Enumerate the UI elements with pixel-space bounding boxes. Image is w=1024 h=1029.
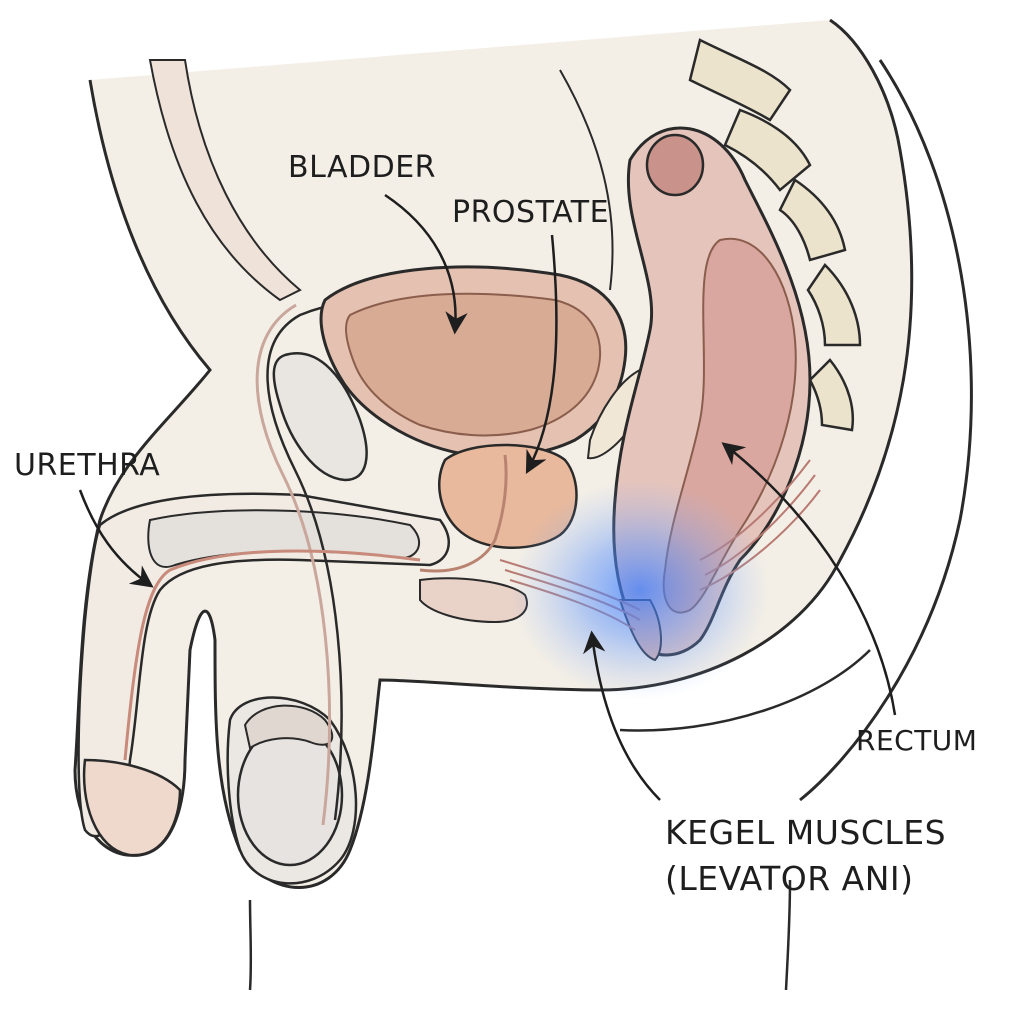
rectum-label: RECTUM [856, 724, 978, 757]
kegel-muscles-label: KEGEL MUSCLES (LEVATOR ANI) [665, 810, 946, 902]
abdominal-wall [148, 59, 302, 302]
urethra-label: URETHRA [14, 448, 161, 483]
prostate-arrow [525, 234, 558, 474]
kegel-label-line1: KEGEL MUSCLES [665, 813, 947, 852]
buttock-line [619, 649, 871, 732]
back-outline [799, 59, 973, 802]
kegel-highlight-glow [510, 480, 770, 700]
penis [77, 492, 450, 838]
epididymis [243, 704, 334, 750]
pubic-bone [272, 352, 368, 482]
sacrum-vertebrae [688, 38, 862, 432]
vas-deferens-inner [255, 303, 331, 826]
urethra [123, 549, 421, 761]
prostate-label: PROSTATE [452, 195, 610, 230]
kegel-label-line2: (LEVATOR ANI) [665, 859, 914, 898]
rectum-arrow [721, 442, 897, 716]
leg-line-left [248, 899, 253, 991]
bladder-label: BLADDER [288, 150, 437, 185]
bladder-arrow [384, 193, 468, 335]
urethra-arrow [78, 489, 154, 588]
leg-line [784, 879, 792, 991]
ureter [559, 69, 614, 291]
glans [82, 758, 182, 857]
bladder-lumen [344, 292, 602, 437]
sigmoid-lumen [645, 133, 705, 197]
urethra-internal [419, 454, 508, 573]
kegel-arrow [583, 630, 661, 801]
